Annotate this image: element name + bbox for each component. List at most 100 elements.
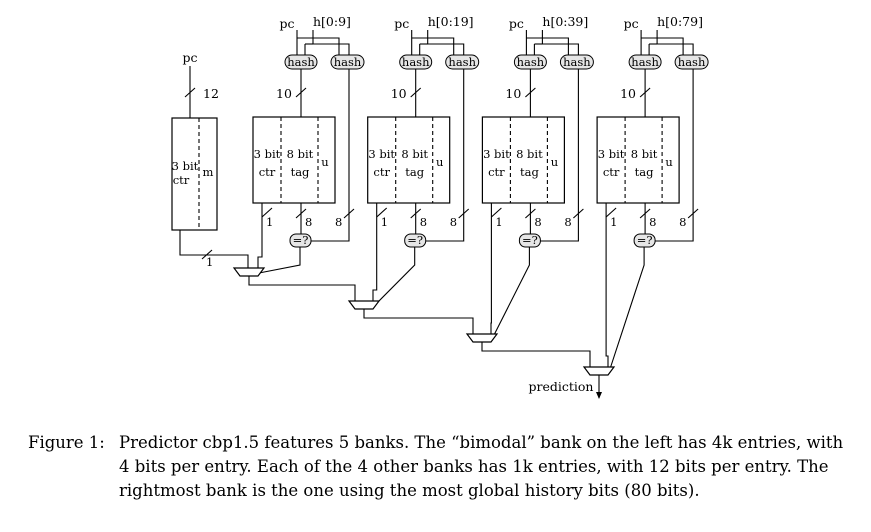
hash-tag-slash-bank-3 (573, 208, 584, 219)
tag-out-bits-bank-3: 8 (534, 215, 541, 229)
bimodal-ctr-sub: ctr (173, 173, 190, 187)
ctr-label-bank-4: 3 bit (598, 147, 625, 161)
hash-tag-line-bank-4 (654, 69, 694, 242)
ctr-out-bits-bank-4: 1 (610, 215, 617, 229)
tag-out-slash-bank-3 (525, 208, 536, 219)
history-line-bank-3 (541, 30, 579, 55)
index-bits-bank-2: 10 (391, 86, 407, 101)
ctr-sub-bank-2: ctr (373, 165, 390, 179)
bimodal-m-label: m (203, 165, 214, 179)
select-line-bank-2 (373, 247, 416, 307)
ctr-out-line-bank-2 (372, 203, 378, 301)
caption-label: Figure 1: (28, 433, 105, 452)
figure-caption: Figure 1: Predictor cbp1.5 features 5 ba… (28, 431, 858, 503)
hash-tag-bank-4 (674, 54, 709, 70)
pc-label-bank-2: pc (394, 16, 409, 31)
ctr-out-slash-bank-4 (605, 207, 617, 218)
table-bank-1 (252, 116, 336, 204)
hash-index-label-bank-4: hash (631, 55, 659, 69)
hash-tag-bank-3 (559, 54, 594, 70)
tag-out-slash-bank-4 (639, 208, 651, 219)
u-label-bank-2: u (436, 155, 443, 169)
compare-label-bank-4: =? (637, 233, 653, 247)
hash-tag-line-bank-3 (539, 69, 579, 242)
pc-branch-bank-2 (411, 37, 455, 55)
tag-sub-bank-2: tag (405, 165, 424, 179)
history-label-bank-2: h[0:19] (428, 14, 474, 29)
history-label-bank-1: h[0:9] (313, 14, 351, 29)
history-line-bank-4 (656, 30, 694, 55)
compare-label-bank-2: =? (407, 233, 423, 247)
tag-out-bits-bank-1: 8 (305, 215, 312, 229)
tag-out-slash-bank-1 (295, 208, 307, 219)
mux-1 (232, 267, 266, 277)
select-line-bank-3 (491, 247, 530, 340)
history-label-bank-4: h[0:79] (657, 14, 703, 29)
ctr-out-line-bank-1 (257, 203, 263, 268)
hash-tag-line-bank-2 (424, 69, 465, 242)
compare-label-bank-3: =? (522, 233, 538, 247)
hash-tag-label-bank-2: hash (448, 55, 476, 69)
caption-text: Predictor cbp1.5 features 5 banks. The “… (119, 433, 844, 500)
pc-label-bimodal: pc (182, 50, 197, 65)
hash-index-label-bank-2: hash (402, 55, 430, 69)
ctr-label-bank-1: 3 bit (254, 147, 281, 161)
table-bank-3 (481, 116, 565, 204)
ctr-out-slash-bank-3 (491, 207, 502, 218)
pc-branch-bank-4 (641, 37, 684, 55)
ctr-out-slash-bank-1 (261, 207, 273, 218)
pc-label-bank-1: pc (279, 16, 294, 31)
ctr-out-bits-bank-3: 1 (495, 215, 502, 229)
hash-tag-slash-bank-4 (687, 208, 699, 219)
index-slash-bank-1 (295, 87, 307, 98)
hash-tag-bank-1 (330, 54, 365, 70)
hash-tag-bits-bank-1: 8 (335, 215, 342, 229)
mux-3 (465, 333, 499, 343)
mux-chain-1 (248, 276, 356, 301)
ctr-label-bank-3: 3 bit (483, 147, 510, 161)
hash-tag-line-bank-1 (310, 69, 350, 242)
ctr-sub-bank-3: ctr (488, 165, 505, 179)
hash-index-label-bank-3: hash (517, 55, 545, 69)
index-bits-bank-4: 10 (620, 86, 636, 101)
tag-label-bank-4: 8 bit (631, 147, 658, 161)
history-label-bank-3: h[0:39] (542, 14, 588, 29)
tag-out-slash-bank-2 (410, 208, 422, 219)
hash-tag-label-bank-3: hash (563, 55, 591, 69)
ctr-sub-bank-4: ctr (603, 165, 620, 179)
tag-label-bank-3: 8 bit (516, 147, 543, 161)
tag-sub-bank-1: tag (291, 165, 310, 179)
hash-index-label-bank-1: hash (287, 55, 315, 69)
pc-label-bank-4: pc (624, 16, 639, 31)
tag-sub-bank-3: tag (520, 165, 539, 179)
ctr-label-bank-2: 3 bit (368, 147, 395, 161)
ctr-sub-bank-1: ctr (259, 165, 276, 179)
hash-tag-bank-2 (445, 54, 480, 70)
history-line-bank-1 (312, 30, 350, 55)
index-bits-bank-3: 10 (505, 86, 521, 101)
hash-tag-label-bank-4: hash (678, 55, 706, 69)
pc-branch-bank-3 (526, 37, 569, 55)
index-slash-bank-4 (639, 87, 651, 98)
tag-label-bank-1: 8 bit (287, 147, 314, 161)
bimodal-ctr-label: 3 bit (172, 159, 199, 173)
ctr-out-bits-bank-1: 1 (266, 215, 273, 229)
mux-chain-2 (363, 309, 474, 334)
index-slash-bank-2 (410, 87, 422, 98)
hash-tag-slash-bank-1 (343, 208, 355, 219)
u-label-bank-3: u (551, 155, 558, 169)
ctr-out-slash-bank-2 (376, 207, 388, 218)
mux-4 (582, 366, 616, 376)
compare-label-bank-1: =? (293, 233, 309, 247)
hash-tag-bits-bank-3: 8 (564, 215, 571, 229)
select-line-bank-1 (258, 247, 301, 274)
prediction-label: prediction (529, 379, 594, 394)
u-label-bank-1: u (321, 155, 328, 169)
table-bank-2 (367, 116, 451, 204)
bimodal-index-bits: 12 (203, 86, 219, 101)
ctr-out-line-bank-4 (605, 203, 609, 367)
mux-chain-3 (481, 342, 591, 367)
select-line-bank-4 (608, 247, 645, 373)
hash-tag-bits-bank-2: 8 (450, 215, 457, 229)
